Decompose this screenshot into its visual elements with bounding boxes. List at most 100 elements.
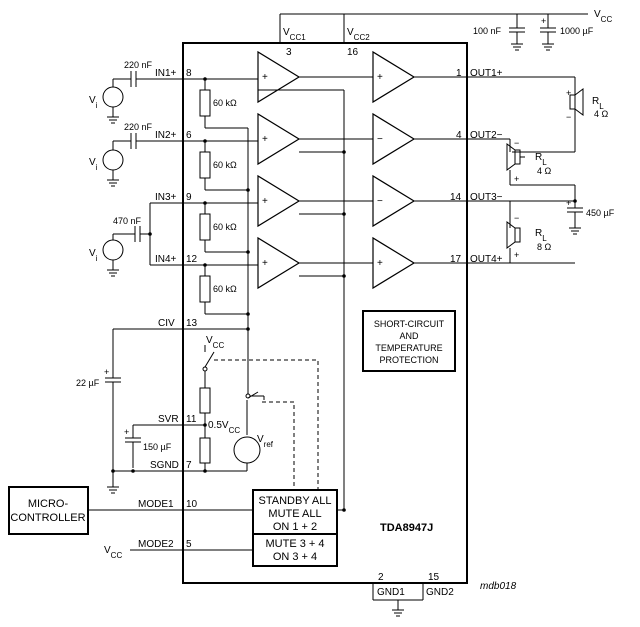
svg-text:ON 3 + 4: ON 3 + 4: [273, 551, 317, 563]
protection-block: SHORT-CIRCUIT AND TEMPERATURE PROTECTION: [362, 310, 456, 372]
svg-text:220 nF: 220 nF: [124, 122, 153, 132]
svg-text:IN2+: IN2+: [155, 130, 177, 141]
svg-text:ON 1 + 2: ON 1 + 2: [273, 521, 317, 533]
svg-text:−: −: [566, 112, 571, 122]
svg-text:220 nF: 220 nF: [124, 60, 153, 70]
svg-text:MICRO-: MICRO-: [28, 498, 69, 510]
speaker-2: − + RL 4 Ω: [506, 138, 575, 186]
svg-text:1: 1: [456, 68, 462, 79]
svg-text:+: +: [377, 258, 383, 269]
civ-pin: CIV 13 + 22 µF: [76, 318, 250, 494]
svg-text:0.5VCC: 0.5VCC: [208, 420, 240, 435]
svg-text:IN3+: IN3+: [155, 192, 177, 203]
svg-text:5: 5: [186, 539, 192, 550]
svg-text:10: 10: [186, 499, 198, 510]
out3-label: OUT3−: [470, 192, 503, 203]
svg-text:+: +: [514, 250, 519, 260]
svg-text:IN4+: IN4+: [155, 254, 177, 265]
svg-text:SGND: SGND: [150, 460, 179, 471]
svg-text:AND: AND: [399, 331, 419, 341]
svg-text:MUTE 3 + 4: MUTE 3 + 4: [266, 538, 325, 550]
svg-text:60 kΩ: 60 kΩ: [213, 98, 237, 108]
svg-text:+: +: [262, 196, 268, 207]
mute34-block: MUTE 3 + 4 ON 3 + 4: [252, 533, 338, 567]
svg-text:+: +: [566, 198, 571, 208]
svg-text:Vi: Vi: [89, 157, 98, 172]
svg-text:VCC: VCC: [104, 545, 122, 560]
vcc2-label: VCC2: [347, 27, 370, 42]
speaker-1: + − RL 4 Ω: [512, 77, 609, 153]
svg-text:17: 17: [450, 254, 462, 265]
svg-text:RL: RL: [535, 228, 547, 243]
cap-1000u-label: 1000 µF: [560, 26, 594, 36]
svg-text:−: −: [377, 134, 383, 145]
mode1-pin: MODE1 10: [88, 499, 253, 511]
svg-text:4: 4: [456, 130, 462, 141]
svg-text:Vi: Vi: [89, 248, 98, 263]
svg-text:GND1: GND1: [377, 587, 405, 598]
svg-text:+: +: [104, 367, 109, 377]
svg-text:11: 11: [186, 414, 197, 425]
mode2-pin: MODE2 5 VCC: [104, 539, 253, 560]
svg-text:−: −: [514, 138, 519, 148]
cap-150u-label: 150 µF: [143, 442, 172, 452]
svg-text:CONTROLLER: CONTROLLER: [10, 512, 85, 524]
svg-text:−: −: [514, 213, 519, 223]
svg-text:2: 2: [378, 572, 384, 583]
internal-divider: VCC 0.5VCC Vref: [199, 335, 274, 471]
svg-text:PROTECTION: PROTECTION: [379, 355, 438, 365]
vcc2-pin-number: 16: [347, 47, 359, 58]
svg-text:SHORT-CIRCUIT: SHORT-CIRCUIT: [374, 319, 445, 329]
svg-text:TEMPERATURE: TEMPERATURE: [375, 343, 442, 353]
supply-rail: VCC 100 nF + 1000 µF: [279, 9, 612, 51]
svg-text:14: 14: [450, 192, 462, 203]
vcc1-pin-number: 3: [286, 47, 292, 58]
svg-text:7: 7: [186, 460, 192, 471]
svg-text:SVR: SVR: [158, 414, 179, 425]
input-in3: IN3+ 9 60 kΩ: [150, 192, 258, 252]
out1-label: OUT1+: [470, 68, 503, 79]
cap-450u: + 450 µF: [566, 185, 615, 235]
svg-text:8 Ω: 8 Ω: [537, 242, 552, 252]
figure-id: mdb018: [480, 581, 517, 592]
svg-text:4 Ω: 4 Ω: [594, 109, 609, 119]
svg-text:MUTE ALL: MUTE ALL: [268, 508, 321, 520]
input-in1: IN1+ 8 60 kΩ: [146, 68, 258, 128]
chip-name: TDA8947J: [380, 522, 433, 534]
out4-label: OUT4+: [470, 254, 503, 265]
svg-text:RL: RL: [535, 152, 547, 167]
svg-text:IN1+: IN1+: [155, 68, 177, 79]
svr-pin: SVR 11 + 150 µF: [124, 414, 207, 468]
cap-100n-label: 100 nF: [473, 26, 502, 36]
svg-text:RL: RL: [592, 96, 604, 111]
svg-text:60 kΩ: 60 kΩ: [213, 284, 237, 294]
svg-text:+: +: [514, 174, 519, 184]
svg-text:+: +: [262, 258, 268, 269]
svg-text:9: 9: [186, 192, 192, 203]
svg-text:−: −: [377, 196, 383, 207]
svg-text:STANDBY ALL: STANDBY ALL: [259, 495, 332, 507]
source-vi-3: 470 nF Vi: [89, 203, 152, 277]
cap-22u-label: 22 µF: [76, 378, 100, 388]
svg-text:MODE2: MODE2: [138, 539, 174, 550]
svg-text:8: 8: [186, 68, 192, 79]
svg-text:CIV: CIV: [158, 318, 175, 329]
source-vi-1: 220 nF Vi: [89, 60, 153, 124]
gnd-pins: 2 15 GND1 GND2: [372, 572, 454, 617]
svg-text:Vref: Vref: [257, 434, 274, 449]
svg-text:+: +: [262, 72, 268, 83]
output-amplifiers: + − − +: [372, 50, 416, 290]
svg-text:+: +: [377, 72, 383, 83]
svg-text:470 nF: 470 nF: [113, 216, 142, 226]
svg-text:+: +: [541, 16, 546, 26]
vcc1-label: VCC1: [283, 27, 306, 42]
standby-block: STANDBY ALL MUTE ALL ON 1 + 2: [252, 489, 338, 535]
svg-text:60 kΩ: 60 kΩ: [213, 160, 237, 170]
svg-text:12: 12: [186, 254, 198, 265]
svg-text:15: 15: [428, 572, 440, 583]
vcc-top-label: VCC: [594, 9, 612, 24]
svg-text:6: 6: [186, 130, 192, 141]
source-vi-2: 220 nF Vi: [89, 122, 153, 187]
sgnd-pin: SGND 7: [111, 460, 247, 473]
